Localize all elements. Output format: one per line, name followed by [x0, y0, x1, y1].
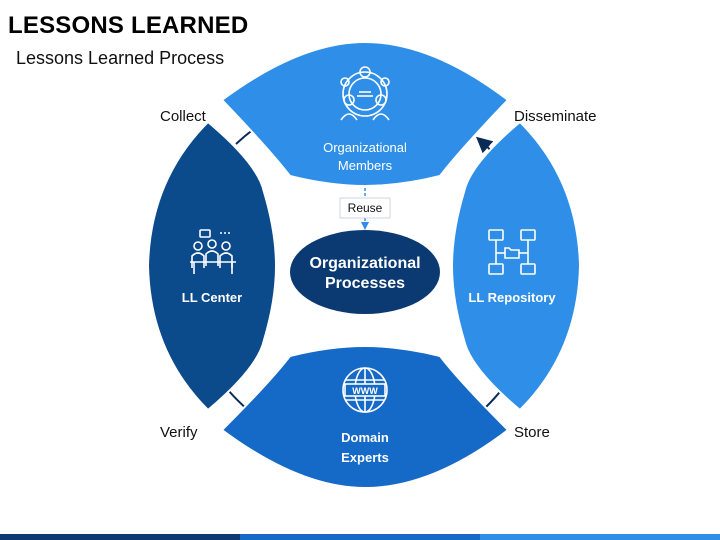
reuse-box [339, 197, 391, 219]
reuse-arrowhead [361, 222, 369, 230]
team-gear-icon [340, 66, 390, 121]
segment-organizational-members [220, 40, 510, 188]
segment-ll-repository [450, 120, 582, 412]
top-segment-line1: Organizational [323, 140, 407, 155]
center-organizational-processes [290, 230, 440, 314]
reuse-label: Reuse [348, 201, 383, 215]
bottom-accent-bar [0, 534, 720, 540]
center-line2: Processes [325, 275, 405, 292]
bottom-segment-line2: Experts [341, 450, 389, 465]
collect-label: Collect [160, 108, 206, 125]
segment-ll-center [146, 120, 278, 412]
network-folder-icon [488, 229, 536, 275]
right-segment-label: LL Repository [468, 290, 556, 305]
store-label: Store [514, 424, 550, 441]
meeting-icon [190, 229, 236, 274]
top-segment-line2: Members [338, 158, 393, 173]
page-title: LESSONS LEARNED [8, 12, 249, 39]
left-segment-label: LL Center [182, 290, 242, 305]
segment-domain-experts [220, 344, 510, 490]
verify-label: Verify [160, 424, 198, 441]
www-globe-icon: WWW [342, 367, 388, 413]
center-line1: Organizational [309, 255, 420, 272]
page-subtitle: Lessons Learned Process [16, 48, 225, 68]
disseminate-label: Disseminate [514, 108, 597, 125]
svg-text:WWW: WWW [352, 386, 378, 396]
bottom-segment-line1: Domain [341, 430, 389, 445]
